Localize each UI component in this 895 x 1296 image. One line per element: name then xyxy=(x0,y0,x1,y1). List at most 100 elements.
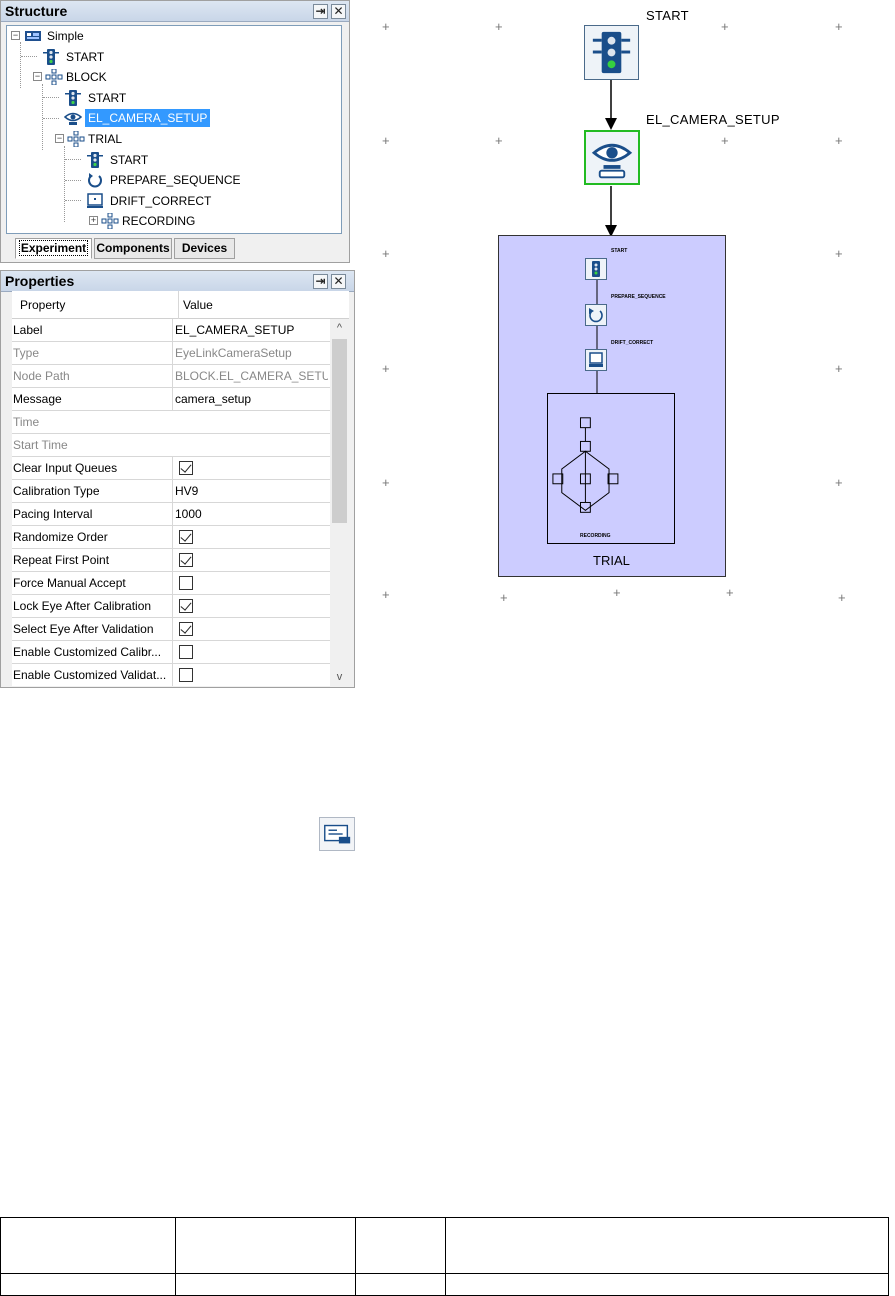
properties-close-button[interactable]: ✕ xyxy=(331,274,346,289)
property-row-clear-input-queues[interactable]: Clear Input Queues xyxy=(12,457,330,480)
property-row-enable-customized-validation[interactable]: Enable Customized Validat... xyxy=(12,664,330,686)
property-row-start-time[interactable]: Start Time xyxy=(12,434,330,457)
tree-item-start[interactable]: START xyxy=(81,151,281,169)
column-header-property[interactable]: Property xyxy=(20,298,66,312)
property-row-lock-eye-after-calibration[interactable]: Lock Eye After Calibration xyxy=(12,595,330,618)
property-row-enable-customized-calibration[interactable]: Enable Customized Calibr... xyxy=(12,641,330,664)
collapse-toggle[interactable]: − xyxy=(33,71,42,81)
property-value[interactable]: camera_setup xyxy=(172,388,328,410)
property-name: Start Time xyxy=(13,438,68,452)
camera-setup-node[interactable] xyxy=(584,130,640,185)
collapse-toggle[interactable]: − xyxy=(55,133,64,143)
camera-setup-node-label: EL_CAMERA_SETUP xyxy=(646,112,780,127)
start-node[interactable] xyxy=(584,25,639,80)
properties-scrollbar[interactable]: ^ v xyxy=(330,319,349,686)
tree-item-start[interactable]: START xyxy=(59,89,259,107)
property-row-repeat-first-point[interactable]: Repeat First Point xyxy=(12,549,330,572)
tree-item-el-camera-setup[interactable]: EL_CAMERA_SETUP xyxy=(59,109,259,127)
flow-connectors xyxy=(605,80,617,237)
grid-marker: + xyxy=(495,19,503,34)
table-cell xyxy=(355,1217,446,1274)
structure-panel: Structure ⇥ ✕ − Simple START − xyxy=(0,0,350,263)
property-value xyxy=(172,595,328,617)
scroll-thumb[interactable] xyxy=(332,339,347,523)
tree-item-prepare-sequence[interactable]: PREPARE_SEQUENCE xyxy=(81,171,301,189)
tree-item-label: DRIFT_CORRECT xyxy=(110,194,212,208)
property-value[interactable]: HV9 xyxy=(172,480,328,502)
trial-start-node[interactable] xyxy=(585,258,607,280)
tree-item-block[interactable]: − BLOCK xyxy=(29,68,229,86)
property-value xyxy=(172,618,328,640)
property-value xyxy=(172,457,328,479)
drift-correct-node[interactable] xyxy=(585,349,607,371)
property-value[interactable]: 1000 xyxy=(172,503,328,525)
tab-devices[interactable]: Devices xyxy=(174,238,235,259)
property-row-force-manual-accept[interactable]: Force Manual Accept xyxy=(12,572,330,595)
trial-block[interactable]: START PREPARE_SEQUENCE DRIFT_CORRECT xyxy=(498,235,726,577)
checkbox[interactable] xyxy=(179,461,193,475)
checkbox[interactable] xyxy=(179,668,193,682)
collapse-toggle[interactable]: − xyxy=(11,30,20,40)
property-row-randomize-order[interactable]: Randomize Order xyxy=(12,526,330,549)
tree-item-label: Simple xyxy=(47,29,84,43)
monitor-icon xyxy=(589,352,603,367)
tree-item-trial[interactable]: − TRIAL xyxy=(51,130,251,148)
property-value: BLOCK.EL_CAMERA_SETUP xyxy=(172,365,328,387)
property-name: Randomize Order xyxy=(13,530,108,544)
grid-marker: + xyxy=(835,133,843,148)
eye-icon xyxy=(64,112,82,125)
grid-marker: + xyxy=(382,19,390,34)
properties-grid-header: Property Value xyxy=(12,291,349,319)
grid-marker: + xyxy=(721,133,729,148)
tab-components[interactable]: Components xyxy=(94,238,172,259)
property-row-time[interactable]: Time xyxy=(12,411,330,434)
checkbox[interactable] xyxy=(179,645,193,659)
checkbox[interactable] xyxy=(179,530,193,544)
expand-toggle[interactable]: + xyxy=(89,215,98,225)
structure-pin-button[interactable]: ⇥ xyxy=(313,4,328,19)
property-name: Enable Customized Calibr... xyxy=(13,645,162,659)
scroll-up-arrow-icon[interactable]: ^ xyxy=(336,322,343,334)
structure-close-button[interactable]: ✕ xyxy=(331,4,346,19)
scroll-down-arrow-icon[interactable]: v xyxy=(336,671,343,683)
tree-item-start[interactable]: START xyxy=(37,48,237,66)
checkbox[interactable] xyxy=(179,576,193,590)
message-icon[interactable] xyxy=(319,817,355,851)
trial-label: TRIAL xyxy=(593,553,630,568)
grid-marker: + xyxy=(613,585,621,600)
checkbox[interactable] xyxy=(179,599,193,613)
prepare-sequence-node[interactable] xyxy=(585,304,607,326)
column-header-value[interactable]: Value xyxy=(178,291,213,319)
property-value: EyeLinkCameraSetup xyxy=(172,342,328,364)
checkbox[interactable] xyxy=(179,553,193,567)
property-value[interactable]: EL_CAMERA_SETUP xyxy=(172,319,328,341)
properties-panel-title: Properties xyxy=(1,271,354,292)
property-name: Lock Eye After Calibration xyxy=(13,599,152,613)
grid-marker: + xyxy=(835,19,843,34)
checkbox[interactable] xyxy=(179,622,193,636)
sequence-icon xyxy=(101,213,119,229)
tree-item-label: PREPARE_SEQUENCE xyxy=(110,173,241,187)
recording-block[interactable]: RECORDING xyxy=(547,393,675,544)
properties-pin-button[interactable]: ⇥ xyxy=(313,274,328,289)
table-cell xyxy=(175,1273,356,1296)
tree-item-recording[interactable]: + RECORDING xyxy=(73,212,273,230)
tree-item-label: RECORDING xyxy=(122,214,196,228)
table-cell xyxy=(445,1273,889,1296)
property-name: Clear Input Queues xyxy=(13,461,118,475)
table-cell xyxy=(0,1217,176,1274)
graph-canvas[interactable]: + + + + + + + + + + + + + + + + + + + ST… xyxy=(360,0,895,700)
tree-item-simple[interactable]: − Simple xyxy=(7,27,207,45)
tab-experiment[interactable]: Experiment xyxy=(15,238,92,259)
tree-item-drift-correct[interactable]: DRIFT_CORRECT xyxy=(81,192,281,210)
refresh-icon xyxy=(589,308,603,323)
property-row-select-eye-after-validation[interactable]: Select Eye After Validation xyxy=(12,618,330,641)
tree-item-label: START xyxy=(66,50,105,64)
